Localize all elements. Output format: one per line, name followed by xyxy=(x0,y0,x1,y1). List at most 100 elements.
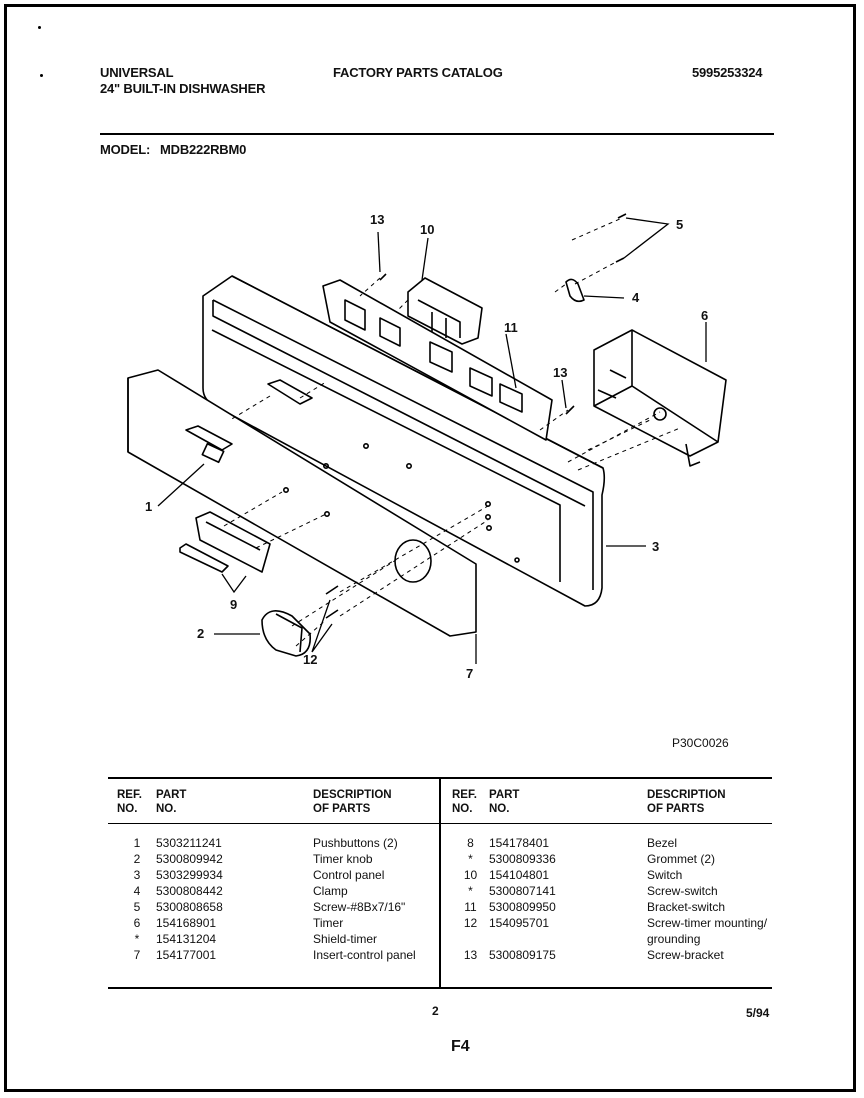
cell-part: 154168901 xyxy=(156,916,217,930)
cell-ref: 12 xyxy=(463,916,478,930)
cell-part: 154131204 xyxy=(156,932,217,946)
clamp-part xyxy=(565,278,585,303)
cell-ref: 10 xyxy=(463,868,478,882)
cell-ref: 11 xyxy=(464,900,477,914)
table-row: 7 154177001 Insert-control panel xyxy=(118,948,435,964)
cell-desc: Timer knob xyxy=(313,852,373,866)
callout-9: 9 xyxy=(230,597,238,612)
cell-ref: 6 xyxy=(133,916,141,930)
cell-desc: Screw-#8Bx7/16" xyxy=(313,900,406,914)
table-bottom-rule xyxy=(108,987,772,989)
table-center-divider xyxy=(439,777,441,988)
cell-desc: Grommet (2) xyxy=(647,852,716,866)
cell-ref: 2 xyxy=(133,852,141,866)
scan-speck xyxy=(38,26,41,29)
cell-ref: * xyxy=(468,852,473,866)
callout-11: 11 xyxy=(504,320,518,335)
cell-part: 154177001 xyxy=(156,948,217,962)
page-border xyxy=(4,4,856,1092)
cell-part: 5300809336 xyxy=(489,852,556,866)
cell-ref: 4 xyxy=(133,884,141,898)
cell-part: 5300809175 xyxy=(489,948,556,962)
product-name: 24" BUILT-IN DISHWASHER xyxy=(100,81,266,96)
cell-part: 154178401 xyxy=(489,836,550,850)
right-ref-header: REF. NO. xyxy=(452,789,477,815)
table-row: 13 5300809175 Screw-bracket xyxy=(452,948,787,964)
left-part-header: PART NO. xyxy=(156,789,187,815)
cell-desc: Control panel xyxy=(313,868,385,882)
right-part-header: PART NO. xyxy=(489,789,520,815)
cell-part: 5300809942 xyxy=(156,852,223,866)
callout-1: 1 xyxy=(145,499,153,514)
brand-name: UNIVERSAL xyxy=(100,65,174,80)
table-row: 8 154178401 Bezel xyxy=(452,836,787,852)
cell-ref: 1 xyxy=(133,836,141,850)
catalog-number: 5995253324 xyxy=(692,65,763,80)
cell-ref: * xyxy=(134,932,140,946)
cell-ref: 3 xyxy=(133,868,141,882)
cell-ref: 7 xyxy=(133,948,141,962)
table-row: grounding xyxy=(452,932,787,948)
table-header-rule xyxy=(108,823,772,824)
model-label: MODEL: xyxy=(100,142,151,157)
table-row: * 154131204 Shield-timer xyxy=(118,932,435,948)
cell-part: 5300808442 xyxy=(156,884,223,898)
revision-date: 5/94 xyxy=(746,1006,770,1020)
callout-4: 4 xyxy=(632,290,640,305)
table-row: 3 5303299934 Control panel xyxy=(118,868,435,884)
exploded-parts-diagram xyxy=(127,213,727,664)
page-number: 2 xyxy=(432,1004,439,1018)
pushbutton-insert-part xyxy=(179,543,229,573)
cell-part: 154095701 xyxy=(489,916,550,930)
cell-desc: grounding xyxy=(647,932,701,946)
table-row: 2 5300809942 Timer knob xyxy=(118,852,435,868)
callout-13-side: 13 xyxy=(553,365,568,380)
header-rule xyxy=(100,133,774,135)
cell-desc: Bracket-switch xyxy=(647,900,726,914)
cell-ref xyxy=(452,932,489,948)
cell-part xyxy=(489,932,647,948)
callout-7: 7 xyxy=(466,666,474,681)
model-value: MDB222RBM0 xyxy=(160,142,247,157)
section-code: F4 xyxy=(451,1038,470,1055)
cell-part: 5303299934 xyxy=(156,868,223,882)
table-row: * 5300809336 Grommet (2) xyxy=(452,852,787,868)
cell-ref: 13 xyxy=(463,948,478,962)
switch-part xyxy=(407,277,483,345)
callout-6: 6 xyxy=(701,308,709,323)
callout-12: 12 xyxy=(303,652,318,667)
callout-2: 2 xyxy=(197,626,205,641)
cell-ref: 8 xyxy=(467,836,474,850)
left-ref-header: REF. NO. xyxy=(117,789,142,815)
cell-ref: * xyxy=(468,884,473,898)
cell-desc: Clamp xyxy=(313,884,348,898)
catalog-title: FACTORY PARTS CATALOG xyxy=(333,65,503,80)
scan-speck xyxy=(40,74,43,77)
right-desc-header: DESCRIPTION OF PARTS xyxy=(647,789,726,815)
cell-part: 5300807141 xyxy=(489,884,556,898)
table-row: * 5300807141 Screw-switch xyxy=(452,884,787,900)
cell-desc: Pushbuttons (2) xyxy=(313,836,398,850)
cell-desc: Screw-bracket xyxy=(647,948,724,962)
callout-10: 10 xyxy=(420,222,435,237)
cell-desc: Screw-timer mounting/ xyxy=(647,916,768,930)
cell-desc: Insert-control panel xyxy=(313,948,416,962)
callout-5: 5 xyxy=(676,217,684,232)
callout-13-top: 13 xyxy=(370,212,385,227)
cell-desc: Switch xyxy=(647,868,683,882)
drawing-code: P30C0026 xyxy=(672,736,729,750)
control-panel-part xyxy=(202,275,606,607)
cell-desc: Bezel xyxy=(647,836,678,850)
table-row: 10 154104801 Switch xyxy=(452,868,787,884)
cell-desc: Screw-switch xyxy=(647,884,718,898)
table-row: 12 154095701 Screw-timer mounting/ xyxy=(452,916,787,932)
cell-part: 154104801 xyxy=(489,868,550,882)
cell-part: 5300808658 xyxy=(156,900,223,914)
cell-desc: Shield-timer xyxy=(313,932,378,946)
callout-3: 3 xyxy=(652,539,660,554)
